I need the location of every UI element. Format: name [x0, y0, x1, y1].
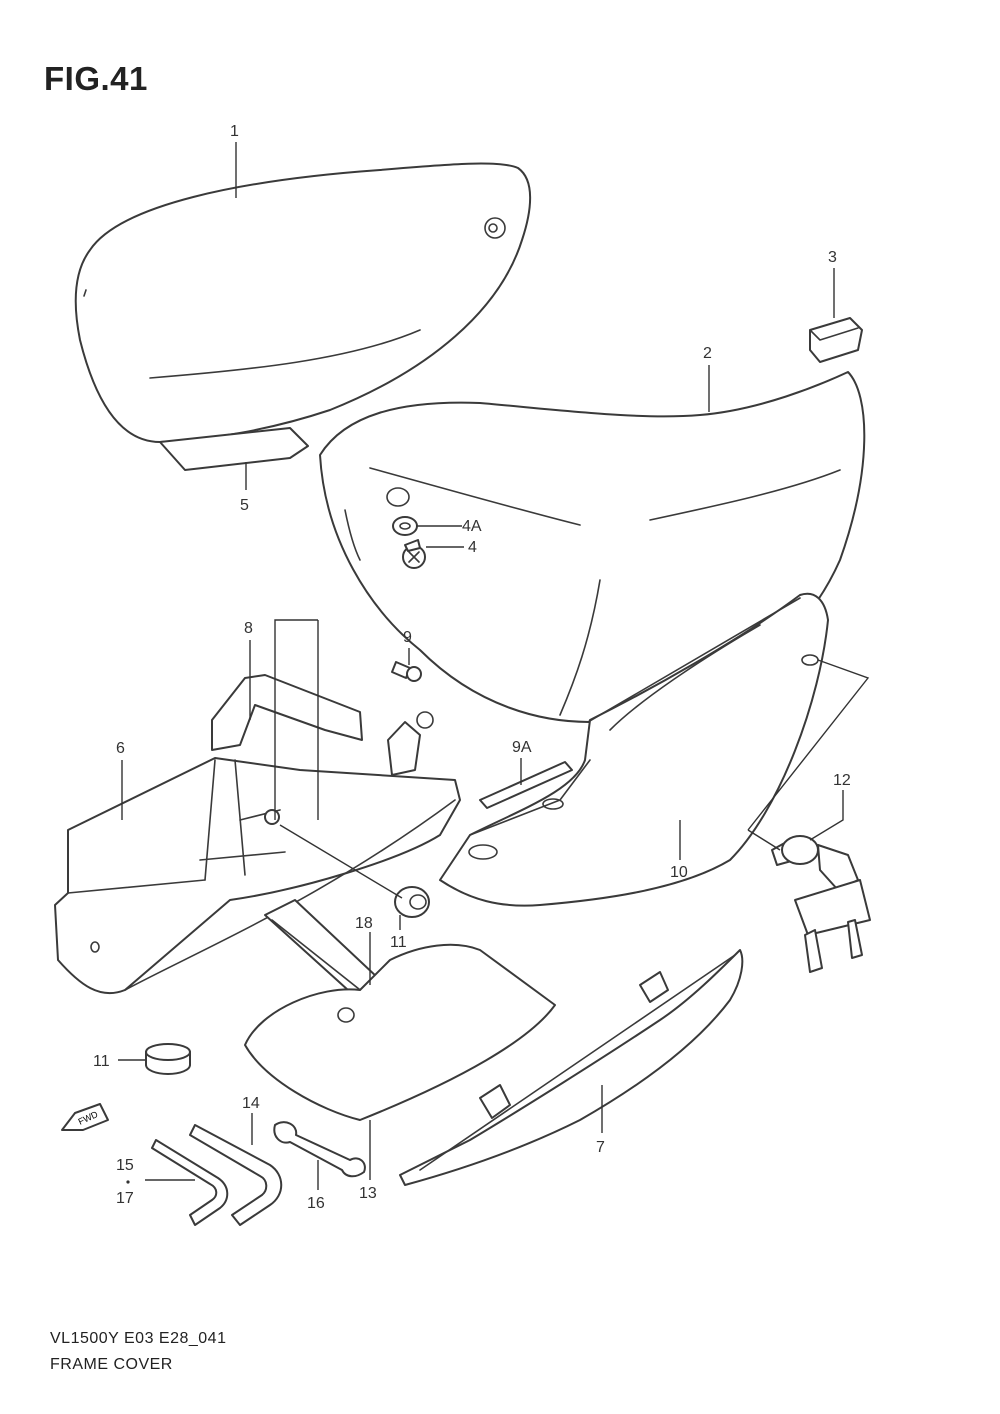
part-11-grommet-lower — [145, 1043, 191, 1075]
callout-4a: 4A — [462, 518, 482, 535]
callout-6: 6 — [116, 740, 125, 757]
part-4a-washer — [392, 516, 418, 536]
figure-name: FRAME COVER — [50, 1356, 173, 1373]
callout-8: 8 — [244, 620, 253, 637]
part-6-battery-tray — [54, 757, 461, 995]
fwd-arrow-icon: FWD — [61, 1103, 109, 1131]
part-2-side-cover — [319, 371, 866, 723]
callout-5: 5 — [240, 497, 249, 514]
callout-18: 18 — [355, 915, 373, 932]
callout-13: 13 — [359, 1185, 377, 1202]
callout-7: 7 — [596, 1139, 605, 1156]
part-1-side-cover — [74, 162, 532, 443]
part-10-frame-cover — [439, 592, 829, 907]
part-3-small-block — [809, 317, 863, 363]
callout-15-17-dot — [126, 1180, 130, 1184]
leader-lines — [118, 142, 870, 1190]
part-15-hex-wrench — [151, 1139, 229, 1226]
part-11-grommet-upper — [394, 886, 430, 918]
callout-14: 14 — [242, 1095, 260, 1112]
part-8-bracket — [211, 674, 363, 751]
callout-3: 3 — [828, 249, 837, 266]
callout-16: 16 — [307, 1195, 325, 1212]
part-5-cushion — [159, 427, 309, 471]
callout-11-lower: 11 — [93, 1053, 110, 1070]
part-12-key-set — [771, 835, 871, 973]
part-4-screw — [402, 539, 426, 569]
callout-2: 2 — [703, 345, 712, 362]
part-16-spanner — [273, 1121, 366, 1178]
callout-12: 12 — [833, 772, 851, 789]
callout-17: 17 — [116, 1190, 134, 1207]
part-9a-strip — [479, 761, 573, 809]
figure-title: FIG.41 — [44, 60, 148, 97]
callout-4: 4 — [468, 539, 477, 556]
callout-11-upper: 11 — [390, 934, 407, 951]
part-14-hex-wrench — [189, 1124, 283, 1226]
part-13-tool-bag — [244, 943, 556, 1121]
callout-10: 10 — [670, 864, 688, 881]
callout-9: 9 — [403, 629, 412, 646]
battery-tray-hook — [264, 711, 434, 825]
callout-9a: 9A — [512, 739, 532, 756]
callout-1: 1 — [230, 123, 239, 140]
model-code: VL1500Y E03 E28_041 — [50, 1330, 227, 1347]
part-7-tool-tray — [399, 949, 744, 1186]
callout-15: 15 — [116, 1157, 134, 1174]
part-9-bolt — [391, 661, 422, 682]
callout-labels: 1 2 3 4A 4 5 8 9 6 9A 12 10 18 11 11 14 … — [93, 123, 851, 1212]
